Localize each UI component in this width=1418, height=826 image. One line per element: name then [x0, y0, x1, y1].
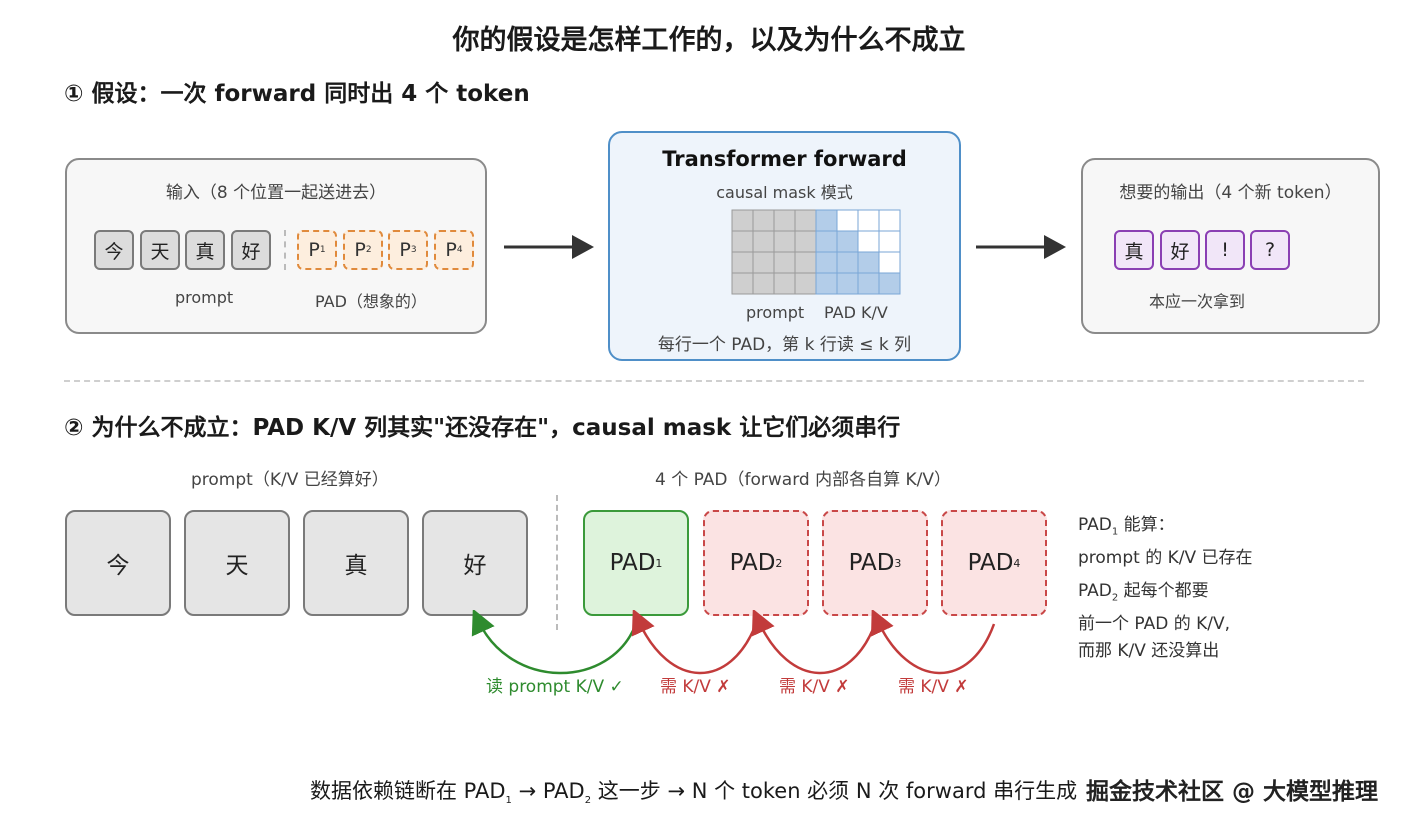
- mask-cell-visible: [815, 251, 838, 274]
- prompt-token: 好: [231, 230, 271, 270]
- output-token: !: [1205, 230, 1245, 270]
- output-token: 真: [1114, 230, 1154, 270]
- pad-caption: PAD（想象的）: [315, 292, 427, 311]
- mask-cell-masked: [857, 230, 880, 253]
- mask-cell-masked: [878, 251, 901, 274]
- mask-cell-prompt: [794, 230, 817, 253]
- pad-forward-caption: 4 个 PAD（forward 内部各自算 K/V）: [655, 470, 951, 490]
- section1-heading: ① 假设：一次 forward 同时出 4 个 token: [64, 81, 530, 107]
- mask-cell-prompt: [773, 209, 796, 232]
- mask-cell-visible: [815, 209, 838, 232]
- mask-cell-masked: [857, 209, 880, 232]
- big-prompt-token: 天: [184, 510, 290, 616]
- prompt-caption: prompt: [175, 288, 234, 307]
- transformer-panel: Transformer forward causal mask 模式 promp…: [608, 131, 961, 361]
- arrow-pad1-to-prompt: [471, 610, 638, 675]
- mask-cell-visible: [857, 272, 880, 295]
- prompt-token: 今: [94, 230, 134, 270]
- page-title: 你的假设是怎样工作的，以及为什么不成立: [452, 25, 966, 56]
- mask-cell-prompt: [731, 209, 754, 232]
- input-panel-label: 输入（8 个位置一起送进去）: [165, 183, 387, 203]
- mask-cell-prompt: [752, 251, 775, 274]
- mask-cell-prompt: [794, 251, 817, 274]
- need-kv-label: 需 K/V ✗: [660, 677, 731, 697]
- arrow-pad3-to-pad2: [751, 610, 877, 675]
- mask-cell-prompt: [794, 272, 817, 295]
- mask-cell-prompt: [794, 209, 817, 232]
- mask-cell-prompt: [731, 251, 754, 274]
- mask-cell-visible: [815, 272, 838, 295]
- mask-cell-prompt: [773, 251, 796, 274]
- output-token: ?: [1250, 230, 1290, 270]
- mask-cell-prompt: [731, 272, 754, 295]
- mask-cell-masked: [878, 230, 901, 253]
- arrow-pad4-to-pad3: [871, 610, 996, 675]
- grid-pad-caption: PAD K/V: [824, 303, 888, 322]
- causal-mask-grid: [731, 209, 901, 295]
- mask-cell-masked: [836, 209, 859, 232]
- output-panel-label: 想要的输出（4 个新 token）: [1119, 183, 1342, 203]
- bottom-conclusion: 数据依赖链断在 PAD1 → PAD2 这一步 → N 个 token 必须 N…: [310, 779, 1078, 807]
- dependency-arrows: [471, 610, 996, 675]
- section-divider: [64, 380, 1364, 382]
- prompt-pad-separator: [556, 495, 558, 630]
- mask-cell-visible: [878, 272, 901, 295]
- mask-cell-masked: [878, 209, 901, 232]
- transformer-footer: 每行一个 PAD，第 k 行读 ≤ k 列: [657, 335, 912, 355]
- prompt-token: 真: [185, 230, 225, 270]
- mask-cell-visible: [836, 230, 859, 253]
- need-kv-label: 需 K/V ✗: [898, 677, 969, 697]
- transformer-subtitle: causal mask 模式: [716, 183, 853, 202]
- arrow-input-to-transformer: [504, 235, 594, 259]
- mask-cell-visible: [836, 272, 859, 295]
- transformer-title: Transformer forward: [662, 147, 907, 171]
- mask-cell-visible: [836, 251, 859, 274]
- output-caption: 本应一次拿到: [1149, 292, 1246, 311]
- mask-cell-prompt: [773, 272, 796, 295]
- mask-cell-visible: [857, 251, 880, 274]
- arrow-transformer-to-output: [976, 235, 1066, 259]
- prompt-token: 天: [140, 230, 180, 270]
- section2-heading: ② 为什么不成立：PAD K/V 列其实"还没存在"，causal mask 让…: [64, 415, 901, 441]
- output-panel: 想要的输出（4 个新 token） 真 好 ! ? 本应一次拿到: [1081, 158, 1380, 334]
- mask-cell-prompt: [752, 209, 775, 232]
- mask-cell-prompt: [773, 230, 796, 253]
- mask-cell-visible: [815, 230, 838, 253]
- note-pad2: PAD2 起每个都要 前一个 PAD 的 K/V, 而那 K/V 还没算出: [1078, 581, 1231, 662]
- arrow-pad2-to-pad1: [631, 610, 758, 675]
- big-prompt-token: 今: [65, 510, 171, 616]
- prompt-pad-divider: [284, 230, 286, 270]
- mask-cell-prompt: [731, 230, 754, 253]
- output-token: 好: [1160, 230, 1200, 270]
- note-pad1: PAD1 能算： prompt 的 K/V 已存在: [1078, 515, 1253, 569]
- grid-prompt-caption: prompt: [746, 303, 805, 322]
- need-kv-label: 需 K/V ✗: [779, 677, 850, 697]
- prompt-kv-caption: prompt（K/V 已经算好）: [191, 470, 389, 490]
- mask-cell-prompt: [752, 272, 775, 295]
- big-prompt-token: 好: [422, 510, 528, 616]
- read-prompt-label: 读 prompt K/V ✓: [486, 677, 624, 697]
- watermark: 掘金技术社区 @ 大模型推理: [1086, 779, 1379, 805]
- big-prompt-token: 真: [303, 510, 409, 616]
- mask-cell-prompt: [752, 230, 775, 253]
